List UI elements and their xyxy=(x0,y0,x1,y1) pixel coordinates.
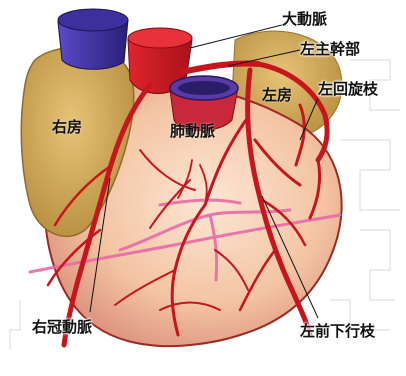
label-pulmonary-artery: 肺動脈 xyxy=(170,124,215,139)
label-left-atrium: 左房 xyxy=(262,88,292,103)
label-left-circumflex: 左回旋枝 xyxy=(318,82,378,97)
label-right-atrium: 右房 xyxy=(52,120,82,135)
label-left-main: 左主幹部 xyxy=(300,42,360,57)
label-right-coronary: 右冠動脈 xyxy=(32,320,92,335)
label-lad: 左前下行枝 xyxy=(300,324,375,339)
label-aorta: 大動脈 xyxy=(282,12,327,27)
